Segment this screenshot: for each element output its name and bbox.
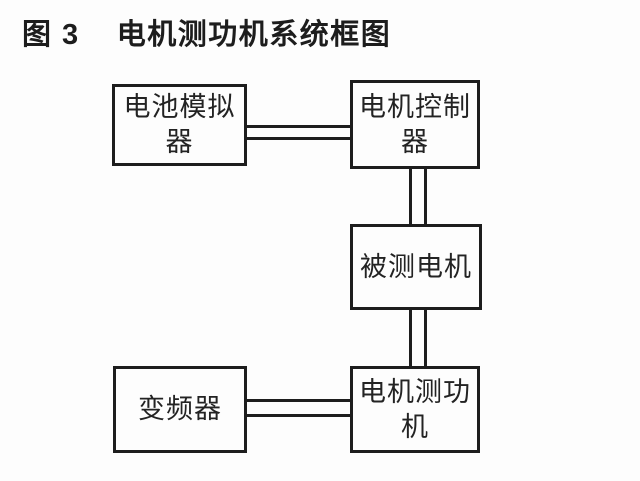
box-motor-under-test: 被测电机 xyxy=(350,224,482,310)
box-motor-controller-label-line1: 电机控制 xyxy=(359,91,471,122)
box-motor-controller-label-line2: 器 xyxy=(401,126,429,157)
connector-inverter-to-dynamometer xyxy=(247,399,350,417)
box-battery-simulator: 电池模拟 器 xyxy=(112,84,247,166)
connector-controller-to-motor xyxy=(409,169,427,224)
box-motor-controller: 电机控制 器 xyxy=(350,80,480,169)
box-inverter: 变频器 xyxy=(113,366,247,453)
box-dynamometer-label-line1: 电机测功 xyxy=(359,376,471,407)
box-motor-under-test-label: 被测电机 xyxy=(360,251,472,282)
box-dynamometer: 电机测功 机 xyxy=(350,366,480,453)
connector-motor-to-dynamometer xyxy=(409,310,427,366)
box-battery-simulator-label-line2: 器 xyxy=(165,127,194,157)
box-dynamometer-label-line2: 机 xyxy=(401,411,429,442)
box-battery-simulator-label-line1: 电池模拟 xyxy=(123,92,236,122)
figure-label: 图 3 xyxy=(22,19,80,51)
connector-battery-to-controller xyxy=(247,125,350,140)
figure-title: 图 3 电机测功机系统框图 xyxy=(22,11,391,53)
box-inverter-label: 变频器 xyxy=(138,394,222,424)
figure-title-text: 电机测功机系统框图 xyxy=(116,19,392,51)
